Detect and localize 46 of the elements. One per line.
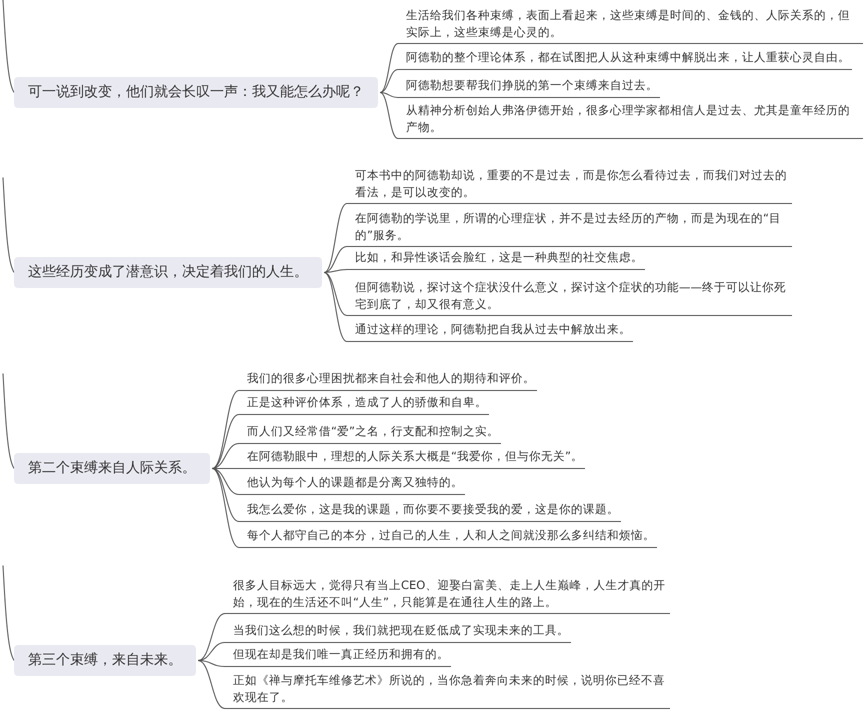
branch-line [198, 613, 226, 661]
branch-line [198, 642, 226, 661]
subtopic-text: 从精神分析创始人弗洛伊德开始，很多心理学家都相信人是过去、尤其是童年经历的产物。 [398, 102, 863, 140]
subtopic-text: 通过这样的理论，阿德勒把自我从过去中解放出来。 [347, 321, 633, 342]
branch-line [324, 246, 348, 273]
branch-line [380, 69, 398, 93]
branch-line [212, 443, 240, 469]
topic-box: 第三个束缚，来自未来。 [14, 645, 196, 676]
branch-line [324, 272, 348, 342]
subtopic-text: 很多人目标远大，觉得只有当上CEO、迎娶白富美、走上人生巅峰，人生才真的开始，现在的生活还不叫“人生”，只能算是在通往人生的路上。 [225, 577, 670, 614]
subtopic-text: 生活给我们各种束缚，表面上看起来，这些束缚是时间的、金钱的、人际关系的，但实际上，这些束缚是心灵的。 [398, 7, 863, 44]
branch-line [198, 660, 226, 709]
subtopic-text: 正如《禅与摩托车维修艺术》所说的，当你急着奔向未来的时候，说明你已经不喜欢现在了。 [225, 672, 670, 710]
subtopic-text: 正是这种评价体系，造成了人的骄傲和自卑。 [239, 394, 489, 415]
branch-line [324, 269, 348, 273]
subtopic-text: 在阿德勒眼中，理想的人际关系大概是“我爱你，但与你无关”。 [239, 448, 585, 469]
subtopic-text: 比如，和异性谈话会脸红，这是一种典型的社交焦虑。 [347, 249, 645, 270]
branch-line [324, 203, 348, 273]
subtopic-text: 但阿德勒说，探讨这个症状没什么意义，探讨这个症状的功能——终于可以让你死宅到底了，却又很有意义。 [347, 279, 792, 316]
subtopic-text: 在阿德勒的学说里，所谓的心理症状，并不是过去经历的产物，而是为现在的“目的”服务。 [347, 210, 792, 248]
branch-line [2, 373, 14, 469]
subtopic-text: 他认为每个人的课题都是分离又独特的。 [239, 474, 465, 495]
branch-line [212, 390, 240, 469]
subtopic-text: 而人们又经常借“爱”之名，行支配和控制之实。 [239, 423, 501, 444]
subtopic-text: 可本书中的阿德勒却说，重要的不是过去，而是你怎么看待过去，而我们对过去的看法，是可以改变的。 [347, 167, 792, 204]
subtopic-text: 阿德勒的整个理论体系，都在试图把人从这种束缚中解脱出来，让人重获心灵自由。 [398, 49, 852, 70]
subtopic-text: 每个人都守自己的本分，过自己的人生，人和人之间就没那么多纠结和烦恼。 [239, 527, 657, 548]
branch-line [2, 177, 14, 273]
branch-line [380, 92, 398, 139]
subtopic-text: 阿德勒想要帮我们挣脱的第一个束缚来自过去。 [398, 77, 660, 98]
topic-box: 可一说到改变，他们就会长叹一声：我又能怎么办呢？ [14, 77, 378, 108]
branch-line [2, 0, 14, 93]
subtopic-text: 我们的很多心理困扰都来自社会和他人的期待和评价。 [239, 370, 537, 391]
branch-line [198, 660, 226, 667]
branch-line [324, 272, 348, 316]
branch-line [380, 43, 398, 93]
branch-line [212, 468, 240, 495]
branch-line [380, 92, 398, 98]
topic-box: 这些经历变成了潜意识，决定着我们的人生。 [14, 257, 322, 288]
branch-line [2, 565, 14, 661]
branch-line [212, 414, 240, 469]
subtopic-text: 我怎么爱你，这是我的课题，而你要不要接受我的爱，这是你的课题。 [239, 501, 621, 522]
topic-box: 第二个束缚来自人际关系。 [14, 453, 210, 484]
branch-line [212, 468, 240, 548]
subtopic-text: 当我们这么想的时候，我们就把现在贬低成了实现未来的工具。 [225, 622, 571, 643]
subtopic-text: 但现在却是我们唯一真正经历和拥有的。 [225, 646, 451, 667]
